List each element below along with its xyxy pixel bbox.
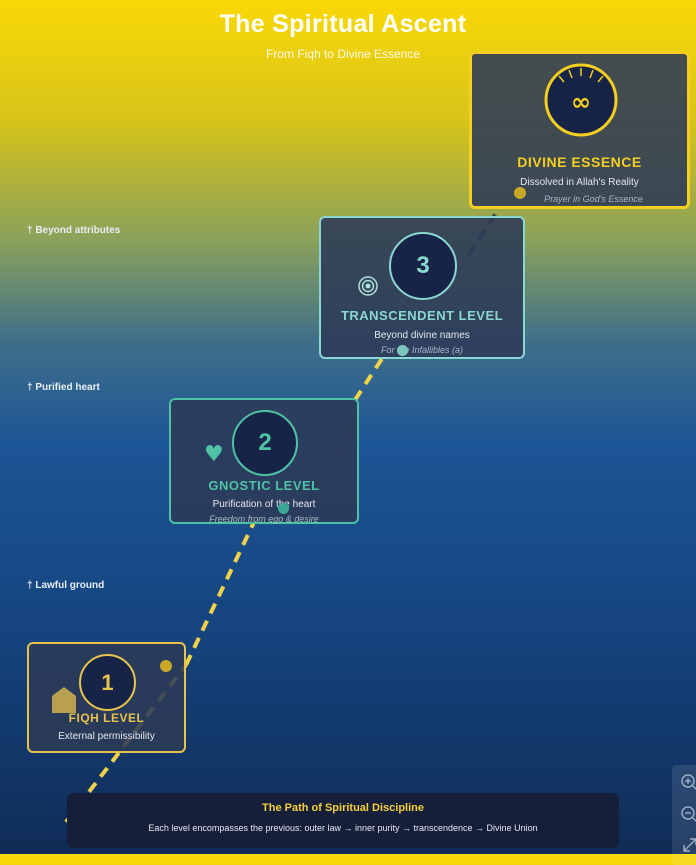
transcendent-note: For the Infallibles (a) (321, 345, 523, 355)
card-gnostic-level[interactable]: 2 ♥ GNOSTIC LEVEL Purification of the he… (169, 398, 359, 524)
zoom-controls (672, 765, 696, 865)
transcendent-badge: 3 (389, 232, 457, 300)
path-node-fiqh (160, 660, 172, 672)
card-fiqh-level[interactable]: 1 FIQH LEVEL External permissibility (27, 642, 186, 753)
path-node-divine (514, 187, 526, 199)
path-node-gnostic (278, 503, 289, 514)
heart-icon: ♥ (204, 444, 224, 466)
gnostic-title: GNOSTIC LEVEL (171, 478, 357, 493)
gnostic-description: Purification of the heart (171, 499, 357, 510)
transcendent-description: Beyond divine names (321, 330, 523, 341)
path-segment-3 (355, 354, 385, 400)
footer-text: Each level encompasses the previous: out… (67, 823, 619, 833)
divine-title: DIVINE ESSENCE (472, 154, 687, 170)
path-segment-2 (186, 520, 255, 665)
path-node-transcendent (397, 345, 408, 356)
house-icon (51, 686, 77, 714)
divine-description: Dissolved in Allah's Reality (472, 177, 687, 188)
footer-title: The Path of Spiritual Discipline (67, 802, 619, 814)
fiqh-badge: 1 (79, 654, 136, 711)
divine-badge: ∞ (571, 88, 591, 116)
sunburst-icon: ∞ (541, 60, 621, 140)
zoom-out-icon[interactable] (680, 805, 696, 825)
fit-view-icon[interactable] (680, 835, 696, 855)
fiqh-title: FIQH LEVEL (29, 711, 184, 725)
zoom-in-icon[interactable] (680, 773, 696, 793)
transcendent-title: TRANSCENDENT LEVEL (321, 308, 523, 323)
gnostic-badge: 2 (232, 410, 298, 476)
footer-panel: The Path of Spiritual Discipline Each le… (67, 793, 619, 848)
card-transcendent-level[interactable]: 3 TRANSCENDENT LEVEL Beyond divine names… (319, 216, 525, 359)
fiqh-description: External permissibility (29, 731, 184, 742)
gnostic-note: Freedom from ego & desire (171, 514, 357, 524)
concentric-circles-icon (357, 275, 379, 297)
card-divine-essence[interactable]: ∞ DIVINE ESSENCE Dissolved in Allah's Re… (469, 51, 690, 209)
